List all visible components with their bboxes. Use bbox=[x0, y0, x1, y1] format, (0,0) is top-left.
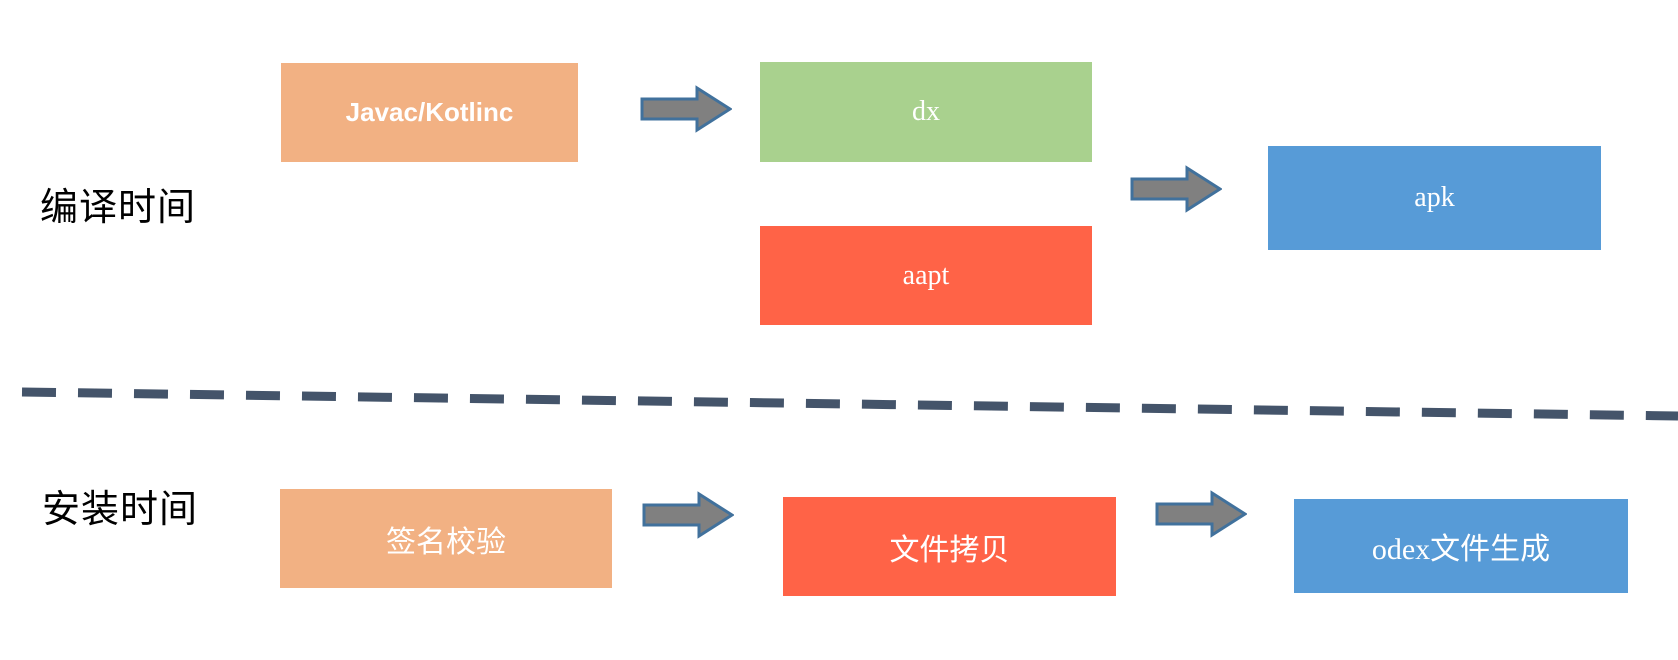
node-javac-kotlinc[interactable]: Javac/Kotlinc bbox=[281, 63, 578, 162]
node-file-copy[interactable]: 文件拷贝 bbox=[783, 497, 1116, 596]
node-apk[interactable]: apk bbox=[1268, 146, 1601, 250]
phase-divider bbox=[21, 387, 1678, 421]
arrow-right-icon-dx-to-apk bbox=[1130, 165, 1222, 213]
arrow-right-icon-copy-to-odex bbox=[1155, 490, 1247, 538]
arrow-right-icon-javac-to-dx bbox=[640, 85, 732, 133]
node-odex-generate[interactable]: odex文件生成 bbox=[1294, 499, 1628, 593]
stage-label-compile: 编译时间 bbox=[40, 187, 197, 229]
node-dx[interactable]: dx bbox=[760, 62, 1092, 162]
stage-label-install: 安装时间 bbox=[42, 489, 199, 531]
node-aapt[interactable]: aapt bbox=[760, 226, 1092, 325]
node-signature-verify[interactable]: 签名校验 bbox=[280, 489, 612, 588]
arrow-right-icon-sign-to-copy bbox=[642, 491, 734, 539]
